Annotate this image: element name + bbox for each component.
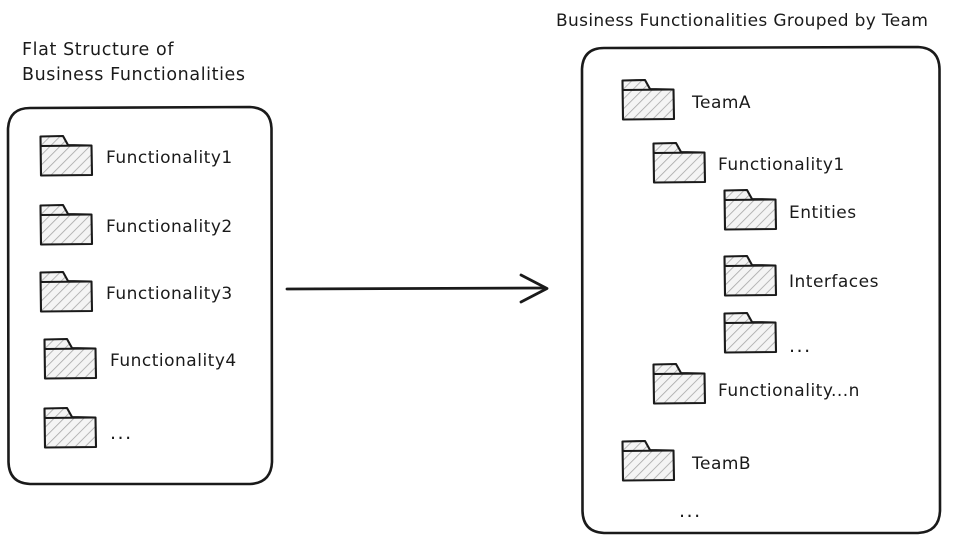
grouped-by-team-panel xyxy=(580,45,942,535)
left-item-label-4: ... xyxy=(110,422,133,444)
right-item-label-3: Interfaces xyxy=(789,272,879,292)
folder-icon xyxy=(723,311,778,354)
folder-icon xyxy=(43,337,98,380)
folder-icon xyxy=(723,254,778,297)
folder-icon xyxy=(621,439,676,482)
left-caption-line-1: Flat Structure of xyxy=(22,40,175,60)
transformation-arrow xyxy=(285,273,549,304)
folder-icon xyxy=(723,188,778,231)
folder-icon xyxy=(39,134,94,177)
left-caption-line-2: Business Functionalities xyxy=(22,65,246,85)
folder-icon xyxy=(39,203,94,246)
folder-icon-layer xyxy=(39,78,778,482)
right-item-label-4: ... xyxy=(789,335,812,357)
right-item-label-2: Entities xyxy=(789,203,857,223)
folder-icon xyxy=(43,406,98,449)
folder-icon xyxy=(39,270,94,313)
right-item-label-0: TeamA xyxy=(692,93,752,113)
flat-structure-panel xyxy=(6,105,274,486)
right-item-label-1: Functionality1 xyxy=(718,155,845,175)
folder-icon xyxy=(652,362,707,405)
right-item-label-5: Functionality...n xyxy=(718,381,860,401)
right-item-label-7: ... xyxy=(679,500,702,522)
right-panel-caption: Business Functionalities Grouped by Team xyxy=(556,11,929,31)
left-item-label-0: Functionality1 xyxy=(106,148,233,168)
left-item-label-3: Functionality4 xyxy=(110,351,237,371)
right-item-label-6: TeamB xyxy=(692,454,752,474)
folder-icon xyxy=(621,78,676,121)
left-item-label-2: Functionality3 xyxy=(106,284,233,304)
folder-icon xyxy=(652,141,707,184)
left-panel-caption: Flat Structure of Business Functionalitie… xyxy=(22,38,246,88)
left-item-label-1: Functionality2 xyxy=(106,217,233,237)
